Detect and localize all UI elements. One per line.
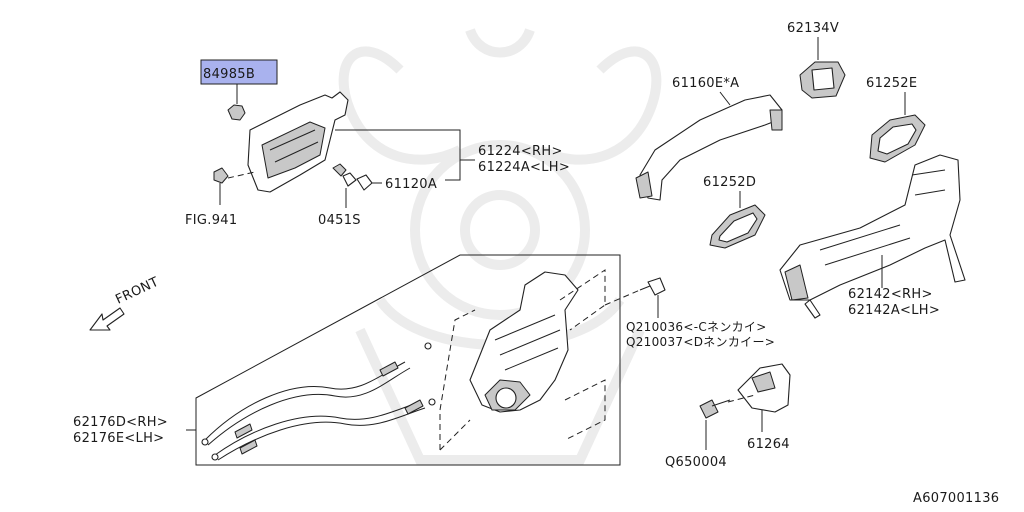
label-q210036: Q210036<-Cネンカイ> — [626, 320, 767, 334]
front-arrow-icon — [89, 307, 125, 331]
latch-box-outline — [195, 254, 621, 466]
handle-frame-foot — [804, 299, 821, 319]
label-62134v: 62134V — [787, 21, 839, 36]
cable-upper-2 — [207, 367, 411, 446]
latch-box-group: 62176D<RH> 62176E<LH> — [73, 254, 641, 466]
handle-frame — [779, 154, 966, 301]
latch-actuator — [469, 271, 579, 413]
screw-q210036-shaft — [639, 285, 651, 291]
dash-latch-3 — [559, 269, 606, 331]
latch-actuator-detail — [494, 314, 561, 371]
label-fig941: FIG.941 — [185, 213, 237, 228]
label-62142: 62142<RH> — [848, 287, 933, 302]
cable-clip-3 — [234, 423, 253, 439]
inner-handle-group: 84985B FIG.941 0451S 61120A 61224<RH> 61… — [185, 59, 570, 228]
cable-clip-2 — [404, 399, 424, 415]
label-62176d: 62176D<RH> — [73, 415, 168, 430]
washer-0451s — [342, 172, 357, 187]
diagram-id: A607001136 — [913, 491, 999, 506]
striker-group: 61264 Q650004 — [665, 363, 791, 470]
inner-handle-lever — [261, 121, 326, 179]
clip-61120a — [356, 174, 373, 191]
label-61264: 61264 — [747, 437, 790, 452]
dash-latch-5 — [439, 309, 476, 411]
label-q210037: Q210037<Dネンカイー> — [626, 335, 775, 349]
screw-q210036-group: Q210036<-Cネンカイ> Q210037<Dネンカイー> — [626, 277, 775, 349]
label-0451s: 0451S — [318, 213, 361, 228]
label-61224a: 61224A<LH> — [478, 160, 570, 175]
cable-lower — [214, 401, 421, 456]
dash-latch-1 — [439, 419, 471, 451]
label-62142a: 62142A<LH> — [848, 303, 940, 318]
front-label: FRONT — [113, 275, 161, 308]
label-61252d: 61252D — [703, 175, 756, 190]
screw-0451s — [332, 163, 347, 177]
cap-62134v-inner — [811, 67, 835, 91]
handle-frame-detail — [819, 169, 946, 266]
striker-61264-slot — [751, 371, 776, 393]
outer-handle-tab — [769, 109, 783, 131]
screw-fig941 — [213, 167, 229, 184]
front-arrow-group: FRONT — [89, 275, 161, 331]
leader-61224 — [335, 129, 461, 181]
cable-clip-1 — [379, 361, 399, 377]
cable-tip-2 — [428, 398, 436, 406]
label-61252e: 61252E — [866, 76, 917, 91]
label-61224: 61224<RH> — [478, 144, 563, 159]
cap-62134v-group: 62134V — [787, 21, 846, 99]
gasket-61252d-group: 61252D — [703, 175, 766, 249]
label-61160e: 61160E*A — [672, 76, 739, 91]
label-61120a: 61120A — [385, 177, 437, 192]
gasket-61252d-inner — [718, 212, 758, 243]
highlight-84985b — [200, 59, 278, 85]
cable-end-1 — [201, 438, 209, 446]
screw-q650004 — [699, 399, 719, 419]
gasket-61252e-inner — [877, 123, 917, 155]
handle-frame-end — [784, 264, 809, 301]
screw-q210036-head — [647, 277, 666, 296]
dash-screw — [604, 289, 641, 306]
cable-tip-1 — [424, 342, 432, 350]
dash-striker — [727, 394, 756, 403]
outer-handle-end — [635, 171, 653, 199]
nut-part — [227, 104, 246, 121]
label-84985b: 84985B — [203, 67, 255, 82]
label-62176e: 62176E<LH> — [73, 431, 164, 446]
screw-q650004-shaft — [711, 399, 731, 407]
handle-frame-group: 62142<RH> 62142A<LH> — [779, 154, 966, 319]
label-q650004: Q650004 — [665, 455, 727, 470]
inner-handle-detail — [269, 129, 319, 163]
latch-actuator-hub — [495, 387, 517, 409]
cable-clip-4 — [239, 439, 258, 455]
dash-latch-4 — [564, 379, 606, 441]
cable-upper — [204, 361, 406, 441]
cable-end-2 — [211, 453, 219, 461]
leader-61160e — [719, 91, 731, 106]
dash-fig941 — [227, 171, 256, 179]
gasket-61252e-group: 61252E — [866, 76, 926, 163]
outer-handle-group: 61160E*A — [635, 76, 783, 201]
